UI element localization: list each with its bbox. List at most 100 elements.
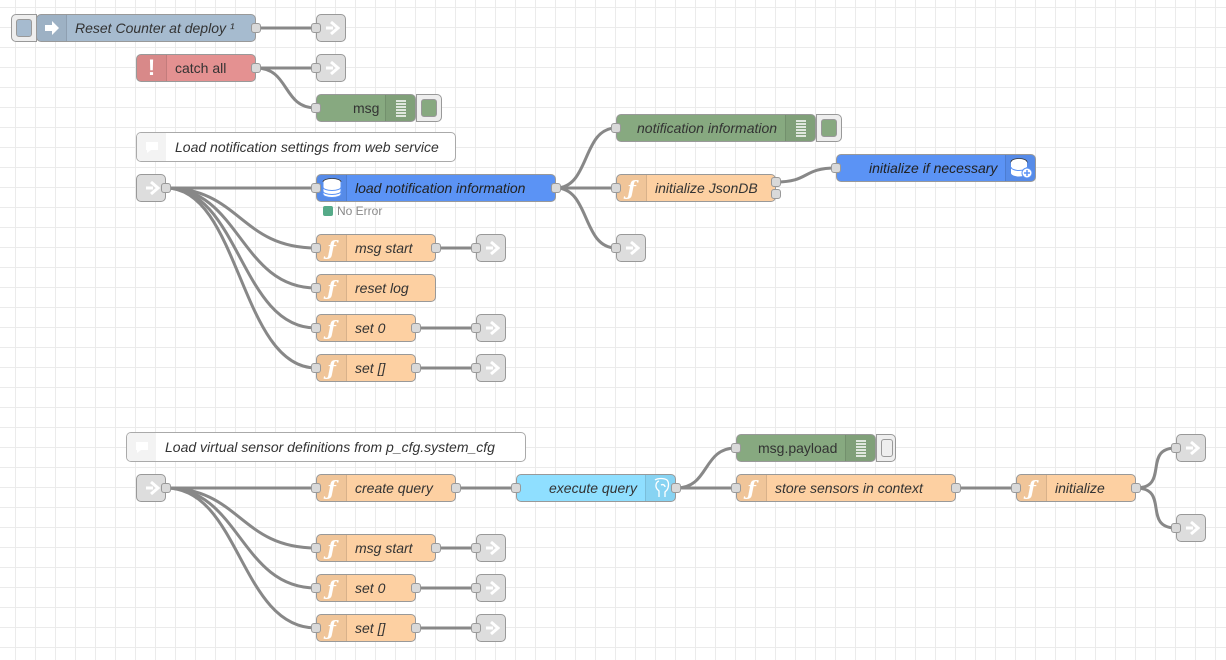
function-node-set-0[interactable]: ƒ set 0 bbox=[316, 314, 416, 342]
input-port[interactable] bbox=[311, 103, 321, 113]
output-port[interactable] bbox=[1131, 483, 1141, 493]
wire bbox=[1135, 446, 1177, 490]
link-out-node[interactable] bbox=[1176, 514, 1206, 542]
wire bbox=[165, 486, 317, 630]
wire bbox=[555, 186, 617, 250]
input-port[interactable] bbox=[311, 63, 321, 73]
input-port[interactable] bbox=[611, 183, 621, 193]
http-request-node[interactable]: load notification information bbox=[316, 174, 556, 202]
node-status: No Error bbox=[323, 204, 382, 218]
link-arrow-icon bbox=[146, 180, 160, 196]
output-port[interactable] bbox=[551, 183, 561, 193]
input-port[interactable] bbox=[311, 183, 321, 193]
postgres-elephant-icon bbox=[645, 475, 675, 501]
input-port[interactable] bbox=[311, 323, 321, 333]
function-node-initialize[interactable]: ƒ initialize bbox=[1016, 474, 1136, 502]
wire bbox=[165, 186, 317, 290]
wire bbox=[775, 166, 837, 184]
alert-icon: ! bbox=[137, 55, 167, 81]
link-arrow-icon bbox=[486, 360, 500, 376]
link-arrow-icon bbox=[486, 580, 500, 596]
output-port[interactable] bbox=[411, 623, 421, 633]
input-port[interactable] bbox=[311, 483, 321, 493]
inject-node[interactable]: Reset Counter at deploy ¹ bbox=[36, 14, 256, 42]
function-node-init-jsondb[interactable]: ƒ initialize JsonDB bbox=[616, 174, 776, 202]
function-node-msg-start[interactable]: ƒ msg start bbox=[316, 234, 436, 262]
output-port[interactable] bbox=[951, 483, 961, 493]
comment-node[interactable]: Load notification settings from web serv… bbox=[136, 132, 456, 162]
function-node-create-query[interactable]: ƒ create query bbox=[316, 474, 456, 502]
input-port[interactable] bbox=[511, 483, 521, 493]
input-port[interactable] bbox=[311, 243, 321, 253]
input-port[interactable] bbox=[471, 243, 481, 253]
link-out-node[interactable] bbox=[316, 54, 346, 82]
input-port[interactable] bbox=[471, 323, 481, 333]
debug-node-payload[interactable]: msg.payload bbox=[736, 434, 876, 462]
inject-trigger-button[interactable] bbox=[11, 14, 37, 42]
catch-node[interactable]: ! catch all bbox=[136, 54, 256, 82]
output-port[interactable] bbox=[411, 363, 421, 373]
output-port[interactable] bbox=[431, 243, 441, 253]
output-port[interactable] bbox=[251, 23, 261, 33]
input-port[interactable] bbox=[471, 583, 481, 593]
comment-bubble-icon bbox=[127, 433, 156, 461]
function-icon: ƒ bbox=[317, 475, 347, 501]
output-port[interactable] bbox=[671, 483, 681, 493]
input-port[interactable] bbox=[311, 23, 321, 33]
function-node-reset-log[interactable]: ƒ reset log bbox=[316, 274, 436, 302]
link-out-node[interactable] bbox=[476, 314, 506, 342]
debug-list-icon bbox=[785, 115, 815, 141]
output-port[interactable] bbox=[411, 323, 421, 333]
database-json-icon bbox=[317, 175, 347, 201]
debug-toggle-button[interactable] bbox=[876, 434, 896, 462]
debug-toggle-button[interactable] bbox=[416, 94, 442, 122]
input-port[interactable] bbox=[1171, 523, 1181, 533]
output-port[interactable] bbox=[251, 63, 261, 73]
postgres-node[interactable]: execute query bbox=[516, 474, 676, 502]
function-node-set-array[interactable]: ƒ set [] bbox=[316, 614, 416, 642]
input-port[interactable] bbox=[731, 443, 741, 453]
function-node-set-0[interactable]: ƒ set 0 bbox=[316, 574, 416, 602]
output-port[interactable] bbox=[161, 483, 171, 493]
output-port[interactable] bbox=[161, 183, 171, 193]
function-icon: ƒ bbox=[617, 175, 647, 201]
function-node-set-array[interactable]: ƒ set [] bbox=[316, 354, 416, 382]
debug-node-msg[interactable]: msg bbox=[316, 94, 416, 122]
input-port[interactable] bbox=[1011, 483, 1021, 493]
input-port[interactable] bbox=[1171, 443, 1181, 453]
output-port[interactable] bbox=[431, 543, 441, 553]
jsondb-node[interactable]: initialize if necessary bbox=[836, 154, 1036, 182]
input-port[interactable] bbox=[611, 123, 621, 133]
input-port[interactable] bbox=[311, 623, 321, 633]
input-port[interactable] bbox=[471, 543, 481, 553]
output-port[interactable] bbox=[451, 483, 461, 493]
link-out-node[interactable] bbox=[476, 534, 506, 562]
input-port[interactable] bbox=[831, 163, 841, 173]
status-dot-icon bbox=[323, 206, 333, 216]
function-node-msg-start[interactable]: ƒ msg start bbox=[316, 534, 436, 562]
input-port[interactable] bbox=[311, 363, 321, 373]
link-arrow-icon bbox=[486, 240, 500, 256]
debug-toggle-button[interactable] bbox=[816, 114, 842, 142]
link-arrow-icon bbox=[486, 320, 500, 336]
link-arrow-icon bbox=[1186, 440, 1200, 456]
output-port[interactable] bbox=[411, 583, 421, 593]
input-port[interactable] bbox=[471, 623, 481, 633]
comment-node[interactable]: Load virtual sensor definitions from p_c… bbox=[126, 432, 526, 462]
input-port[interactable] bbox=[611, 243, 621, 253]
input-port[interactable] bbox=[471, 363, 481, 373]
output-port-1[interactable] bbox=[771, 177, 781, 187]
input-port[interactable] bbox=[311, 543, 321, 553]
input-port[interactable] bbox=[311, 283, 321, 293]
debug-list-icon bbox=[385, 95, 415, 121]
output-port-2[interactable] bbox=[771, 189, 781, 199]
link-out-node[interactable] bbox=[476, 234, 506, 262]
link-arrow-icon bbox=[486, 620, 500, 636]
function-node-store-sensors[interactable]: ƒ store sensors in context bbox=[736, 474, 956, 502]
debug-node-notification[interactable]: notification information bbox=[616, 114, 816, 142]
input-port[interactable] bbox=[731, 483, 741, 493]
input-port[interactable] bbox=[311, 583, 321, 593]
wire bbox=[255, 66, 317, 110]
wire bbox=[1135, 486, 1177, 530]
